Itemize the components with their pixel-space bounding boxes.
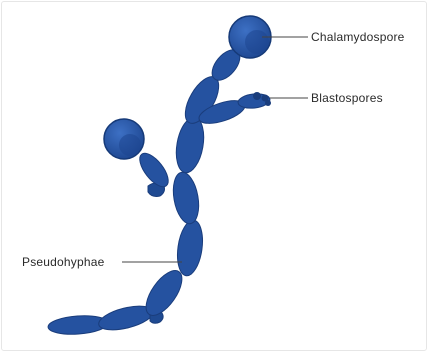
- label-blastospores: Blastospores: [311, 91, 383, 105]
- pseudohyphae-chain: [47, 170, 205, 336]
- chlamydospore-left-core: [119, 134, 141, 156]
- label-pseudohyphae: Pseudohyphae: [22, 255, 105, 269]
- hyphal-cell-middle: [174, 219, 206, 278]
- blastospore-bud-3: [265, 100, 271, 106]
- hyphal-cell-upper: [172, 115, 207, 175]
- hyphal-cell-upper-middle: [170, 170, 203, 225]
- label-chlamydospore: Chalamydospore: [311, 30, 405, 44]
- left-spore-branch: [104, 119, 173, 191]
- blastospore-bud-1: [253, 92, 261, 100]
- chlamydospore-top-core: [245, 30, 269, 54]
